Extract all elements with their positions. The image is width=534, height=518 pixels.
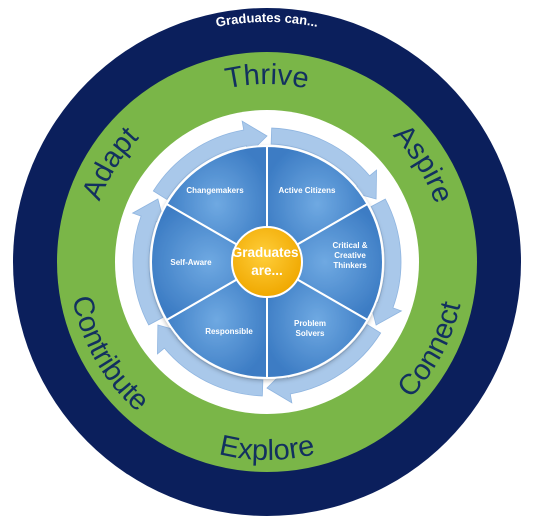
attribute-segments [150,144,384,380]
cycle-arrows [131,120,403,404]
attribute-label: Active Citizens [279,186,336,195]
attribute-label: Responsible [205,327,253,336]
attribute-segment [266,144,369,264]
cycle-arrow [152,120,268,201]
cycle-arrow [266,323,382,404]
verb-thrive: Thrive [223,59,312,95]
attribute-label: Changemakers [186,186,244,195]
outer-ring-title: Graduates can... [215,10,320,30]
verb-explore: Explore [217,430,317,468]
center-label-line-2: are... [251,263,283,278]
attribute-segment [165,144,268,264]
cycle-arrow [368,198,403,326]
attribute-segment [266,260,369,380]
center-label-line-1: Graduates [232,245,299,260]
center-label: Graduates are... [232,245,303,278]
cycle-arrow [131,198,166,326]
attribute-segment [264,202,384,322]
cycle-arrow [270,127,377,200]
attribute-segment [165,260,268,380]
cycle-arrow [157,324,264,397]
center-circle [231,226,303,298]
attribute-segment [150,202,270,322]
attribute-label: Self-Aware [170,258,212,267]
